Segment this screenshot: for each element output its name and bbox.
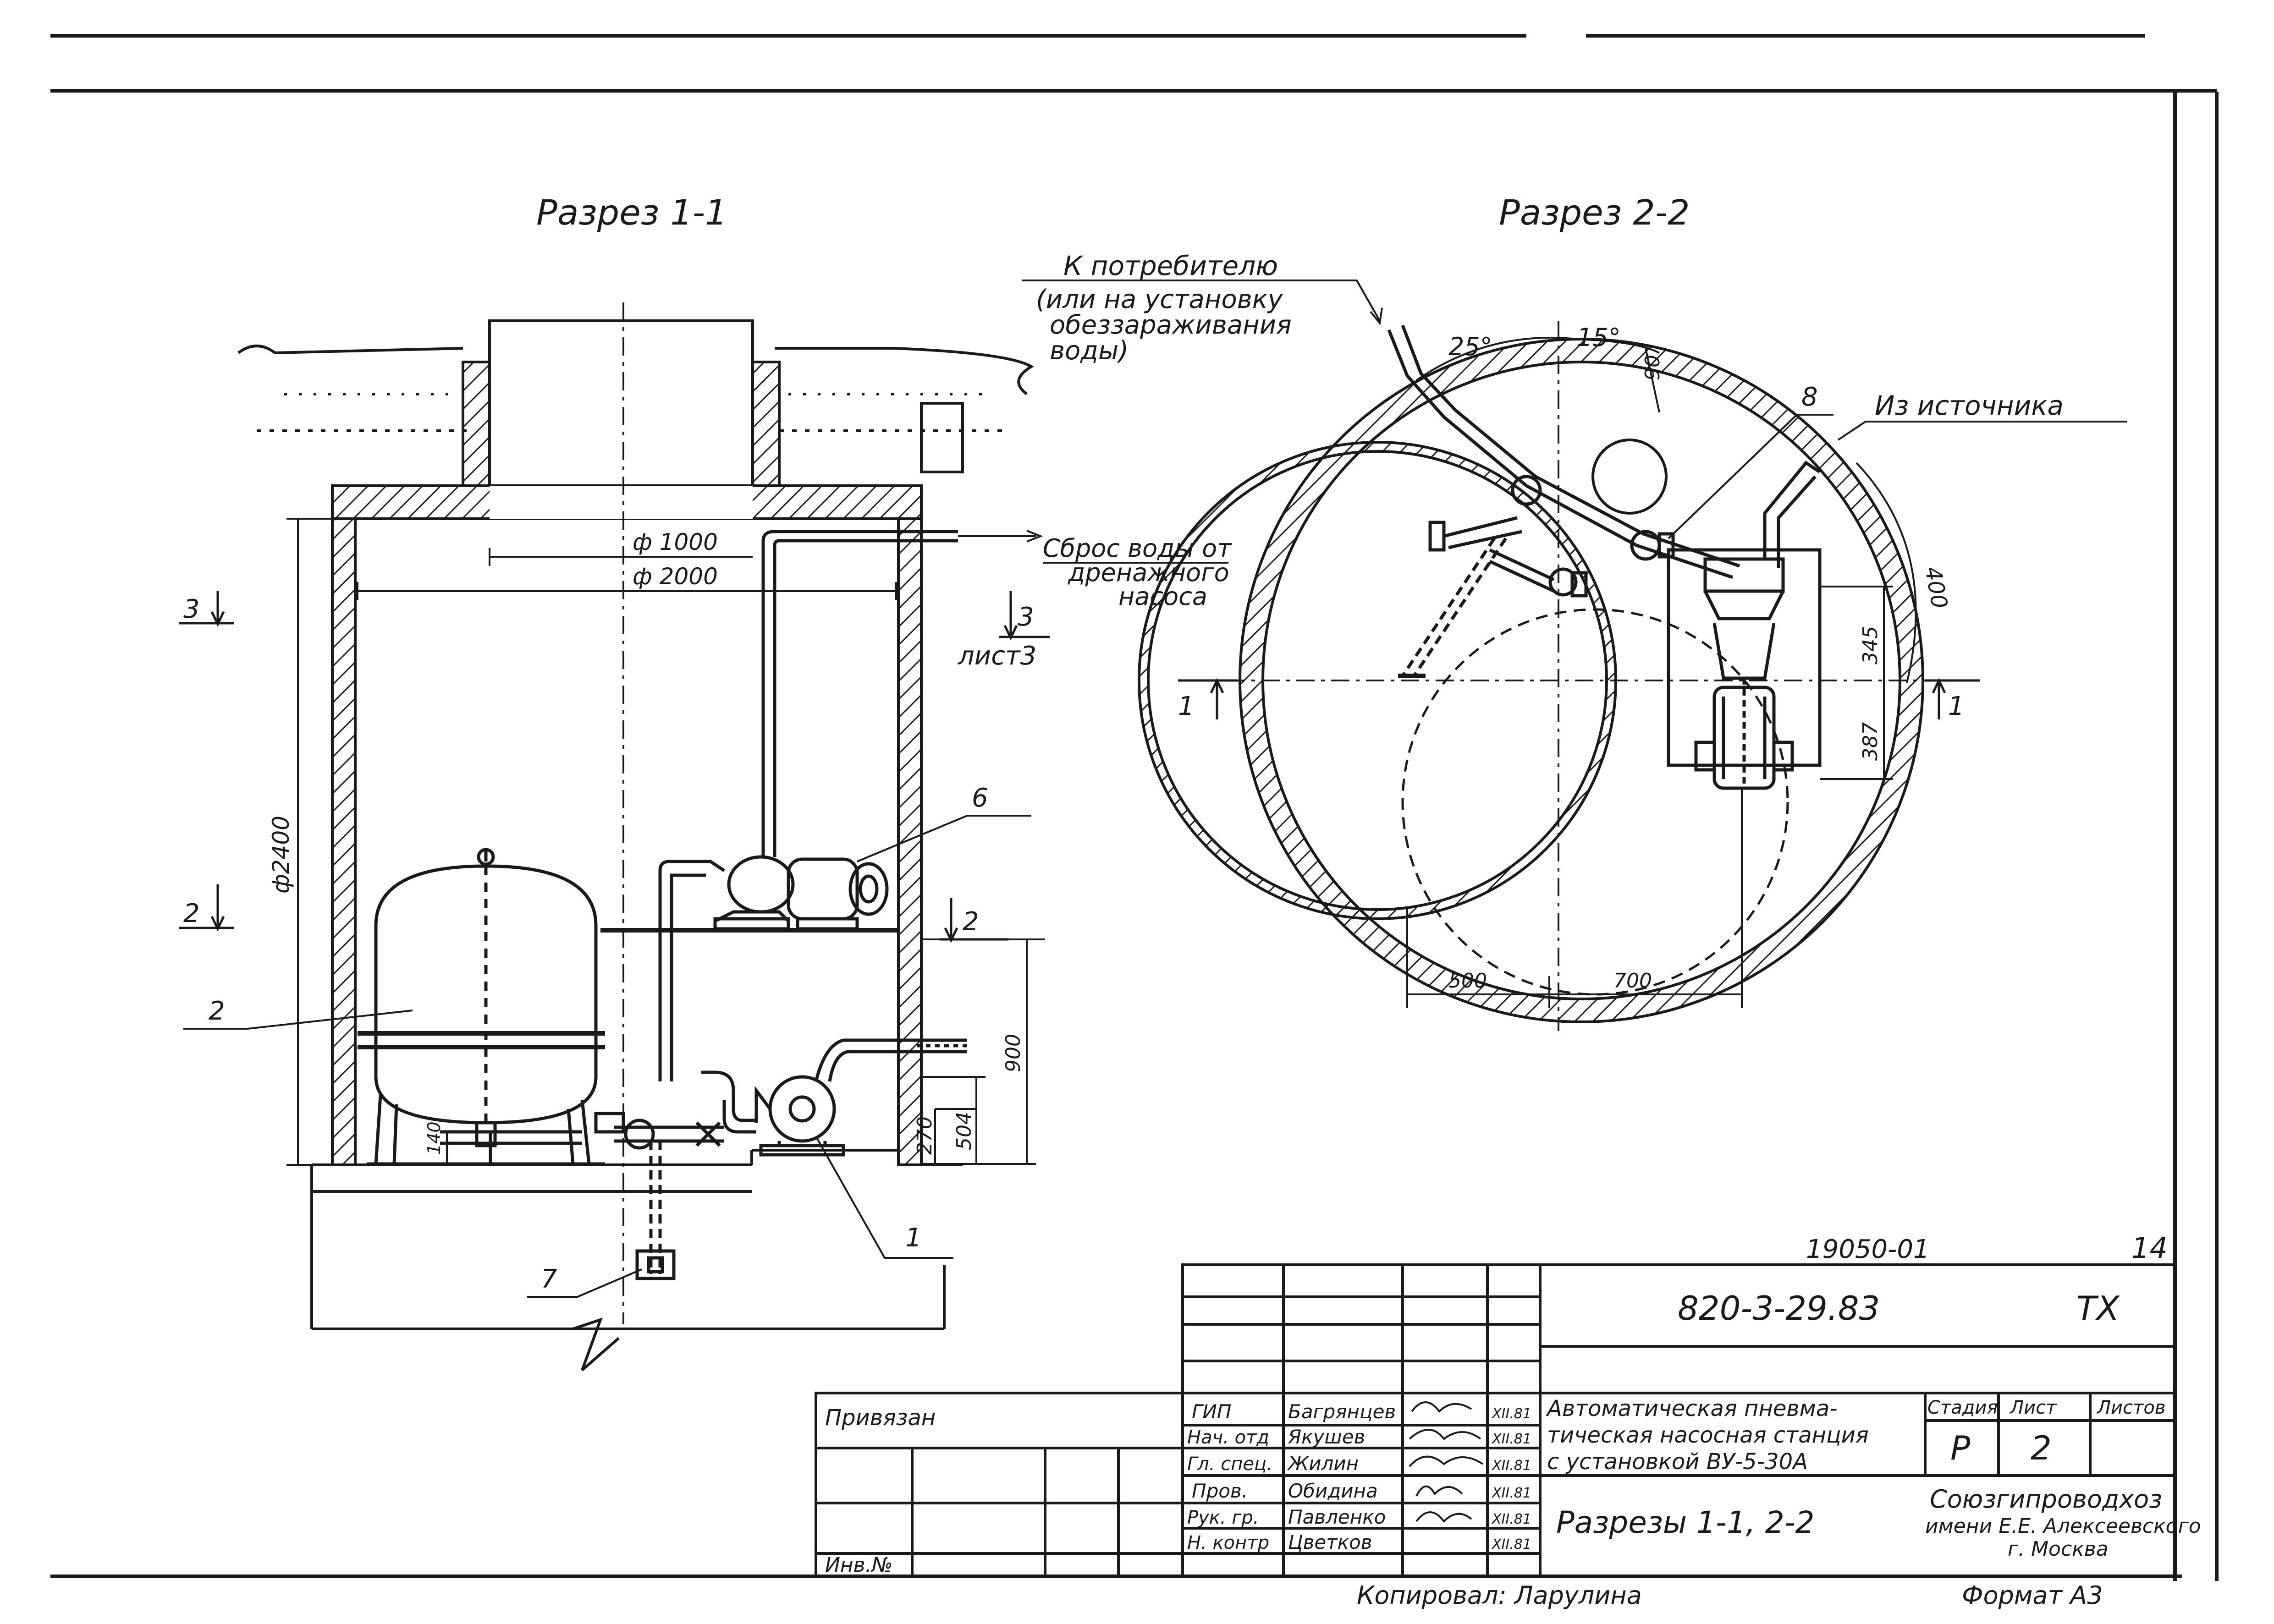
mark-1-right: 1 <box>1948 691 1965 721</box>
signatory-role: Гл. спец. <box>1187 1454 1272 1475</box>
org-line-1: Союзгипроводхоз <box>1930 1485 2162 1514</box>
dim-h2400: ф2400 <box>268 816 294 894</box>
signatory-role: Н. контр <box>1187 1532 1269 1553</box>
org-line-2: имени Е.Е. Алексеевского <box>1925 1514 2201 1538</box>
signatory-role: Рук. гр. <box>1187 1507 1259 1528</box>
dim-345: 345 <box>1859 626 1882 664</box>
section-code: ТХ <box>2076 1289 2120 1328</box>
signatory-name: Павленко <box>1288 1506 1386 1528</box>
dim-387: 387 <box>1859 722 1882 761</box>
ground-surface <box>237 345 1034 473</box>
signatory-name: Багрянцев <box>1288 1400 1396 1423</box>
pos-7-label: 7 <box>541 1264 557 1294</box>
dim-900: 900 <box>1002 1034 1025 1072</box>
sheet-value: 2 <box>2031 1429 2052 1467</box>
description-1: Автоматическая пневма- <box>1546 1396 1838 1421</box>
description-2: тическая насосная станция <box>1547 1422 1869 1448</box>
dim-700: 700 <box>1613 969 1652 993</box>
dim-d2000: ф 2000 <box>633 563 718 590</box>
title-block-grid <box>815 1263 2176 1578</box>
dim-d1000: ф 1000 <box>633 529 718 555</box>
dimension-diameters <box>357 548 897 600</box>
format-label: Формат А3 <box>1962 1581 2103 1610</box>
section-2-2-drawing: К потребителю (или на установку обеззара… <box>1022 250 2127 1031</box>
description-3: с установкой ВУ-5-30А <box>1547 1449 1808 1475</box>
consumer-label-4: воды) <box>1050 336 1129 366</box>
doc-code-top: 19050-01 <box>1806 1234 1930 1264</box>
drainage-pump <box>658 855 889 1081</box>
pos-8-label: 8 <box>1801 382 1818 412</box>
signatory-name: Жилин <box>1287 1452 1359 1475</box>
stage-label: Стадия <box>1927 1397 1998 1418</box>
org-line-3: г. Москва <box>2008 1537 2109 1561</box>
angle-15: 15° <box>1577 323 1621 352</box>
consumer-label-1: К потребителю <box>1063 250 1278 281</box>
mark-2-right: 2 <box>963 907 979 937</box>
neck-wall-right <box>751 361 781 487</box>
section-2-2-axes <box>1192 321 1948 1031</box>
mark-3-right: 3 <box>1018 602 1034 632</box>
sheet-name: Разрезы 1-1, 2-2 <box>1556 1505 1815 1540</box>
dim-140: 140 <box>424 1121 444 1155</box>
section-1-1-drawing: ф 1000 ф 2000 ф2400 Сброс воды от дренаж… <box>179 302 1232 1372</box>
dim-400: 400 <box>1920 565 1952 610</box>
section-1-1-title: Разрез 1-1 <box>536 192 727 233</box>
signatory-date: XII.81 <box>1491 1485 1531 1501</box>
source-label: Из источника <box>1875 390 2064 421</box>
dimension-offsets <box>1820 586 1893 780</box>
consumer-label-2: (или на установку <box>1036 285 1283 314</box>
sheet-3-ref: лист3 <box>958 641 1036 671</box>
consumer-label-3: обеззараживания <box>1050 310 1292 340</box>
dimension-height <box>286 518 332 1166</box>
neck-wall-left <box>462 361 491 487</box>
signatures <box>1409 1401 1484 1523</box>
drain-pipe <box>761 530 1043 857</box>
signatory-role: Пров. <box>1192 1480 1248 1502</box>
drain-label-1: Сброс воды от <box>1043 534 1232 563</box>
stage-value: Р <box>1950 1429 1971 1467</box>
title-block: 19050-01 14 <box>815 1231 2201 1610</box>
dim-500: 500 <box>1448 969 1487 993</box>
signatory-role: Нач. отд <box>1187 1427 1269 1448</box>
pos-2-label: 2 <box>209 996 225 1026</box>
pos-1-label: 1 <box>905 1223 922 1253</box>
dimension-bottom <box>1406 788 1743 1008</box>
wall-left <box>331 517 357 1166</box>
sheet-number-top: 14 <box>2131 1231 2168 1265</box>
pos-6-label: 6 <box>972 783 988 813</box>
dim-270: 270 <box>913 1116 936 1155</box>
section-mark-1 <box>1178 678 1980 719</box>
section-mark-3 <box>179 591 1050 641</box>
signatory-date: XII.81 <box>1491 1536 1531 1553</box>
section-2-2-title: Разрез 2-2 <box>1499 192 1690 233</box>
signatory-date: XII.81 <box>1491 1431 1531 1447</box>
signatory-date: XII.81 <box>1491 1406 1531 1422</box>
dim-90: 90 <box>1641 355 1664 380</box>
sheet-label: Лист <box>2009 1397 2057 1418</box>
signatory-role: ГИП <box>1192 1400 1231 1423</box>
mark-1-left: 1 <box>1178 691 1195 721</box>
treatment-unit <box>1667 548 1822 790</box>
signatory-date: XII.81 <box>1491 1511 1531 1527</box>
signatory-date: XII.81 <box>1491 1458 1531 1474</box>
bound-label: Привязан <box>825 1405 936 1431</box>
inv-label: Инв.№ <box>825 1553 892 1577</box>
dim-504: 504 <box>953 1112 976 1150</box>
dimension-pump-levels <box>921 938 1045 1165</box>
wall-right <box>897 517 923 1166</box>
signatory-name: Обидина <box>1288 1480 1378 1502</box>
main-pump <box>594 1038 967 1280</box>
pressure-tank <box>358 848 605 1166</box>
mark-2-left: 2 <box>183 899 200 928</box>
doc-number: 820-3-29.83 <box>1678 1289 1880 1328</box>
copied-by: Копировал: Ларулина <box>1357 1581 1642 1610</box>
signatory-name: Якушев <box>1288 1426 1365 1448</box>
signatory-name: Цветков <box>1288 1531 1372 1553</box>
sheets-label: Листов <box>2096 1397 2165 1418</box>
mark-3-left: 3 <box>183 594 200 624</box>
